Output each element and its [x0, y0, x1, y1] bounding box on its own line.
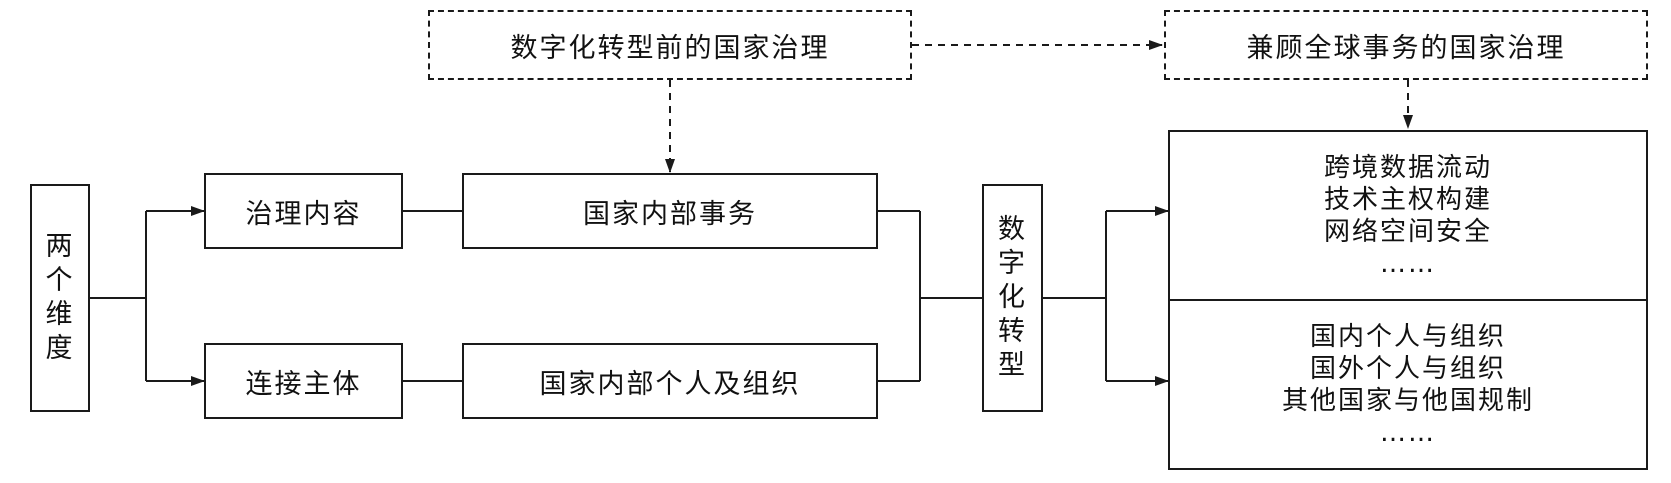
governance-content-label: 治理内容: [245, 198, 362, 230]
global-governance-box: 兼顾全球事务的国家治理: [1164, 10, 1648, 80]
two-dimensions-char: 两: [45, 231, 75, 262]
pre-digital-governance-label: 数字化转型前的国家治理: [510, 32, 830, 64]
subjects-list-box: 国内个人与组织 国外个人与组织 其他国家与他国规制 ……: [1168, 299, 1648, 470]
subjects-list-item: 国外个人与组织: [1309, 353, 1506, 384]
connection-subject-label: 连接主体: [245, 368, 362, 400]
pre-digital-governance-box: 数字化转型前的国家治理: [428, 10, 912, 80]
affairs-list-item: 网络空间安全: [1323, 216, 1492, 247]
digital-transformation-box: 数 字 化 转 型: [982, 184, 1043, 412]
domestic-individuals-box: 国家内部个人及组织: [462, 343, 878, 419]
digital-transformation-char: 转: [998, 316, 1027, 347]
affairs-list-item: 跨境数据流动: [1323, 152, 1492, 183]
subjects-list-item: 其他国家与他国规制: [1281, 385, 1534, 416]
two-dimensions-char: 维: [45, 299, 75, 330]
subjects-list-ellipsis: ……: [1380, 417, 1436, 448]
digital-transformation-char: 数: [998, 214, 1027, 245]
affairs-list-item: 技术主权构建: [1323, 184, 1492, 215]
digital-transformation-char: 字: [998, 248, 1027, 279]
affairs-list-ellipsis: ……: [1380, 248, 1436, 279]
domestic-affairs-box: 国家内部事务: [462, 173, 878, 249]
subjects-list-item: 国内个人与组织: [1309, 321, 1506, 352]
global-governance-label: 兼顾全球事务的国家治理: [1246, 32, 1566, 64]
digital-transformation-char: 型: [998, 350, 1027, 381]
two-dimensions-box: 两 个 维 度: [30, 184, 90, 412]
two-dimensions-char: 个: [45, 265, 75, 296]
two-dimensions-char: 度: [45, 333, 75, 364]
digital-transformation-char: 化: [998, 282, 1027, 313]
governance-content-box: 治理内容: [204, 173, 403, 249]
domestic-affairs-label: 国家内部事务: [583, 198, 757, 230]
connection-subject-box: 连接主体: [204, 343, 403, 419]
domestic-individuals-label: 国家内部个人及组织: [539, 368, 801, 400]
affairs-list-box: 跨境数据流动 技术主权构建 网络空间安全 ……: [1168, 130, 1648, 301]
